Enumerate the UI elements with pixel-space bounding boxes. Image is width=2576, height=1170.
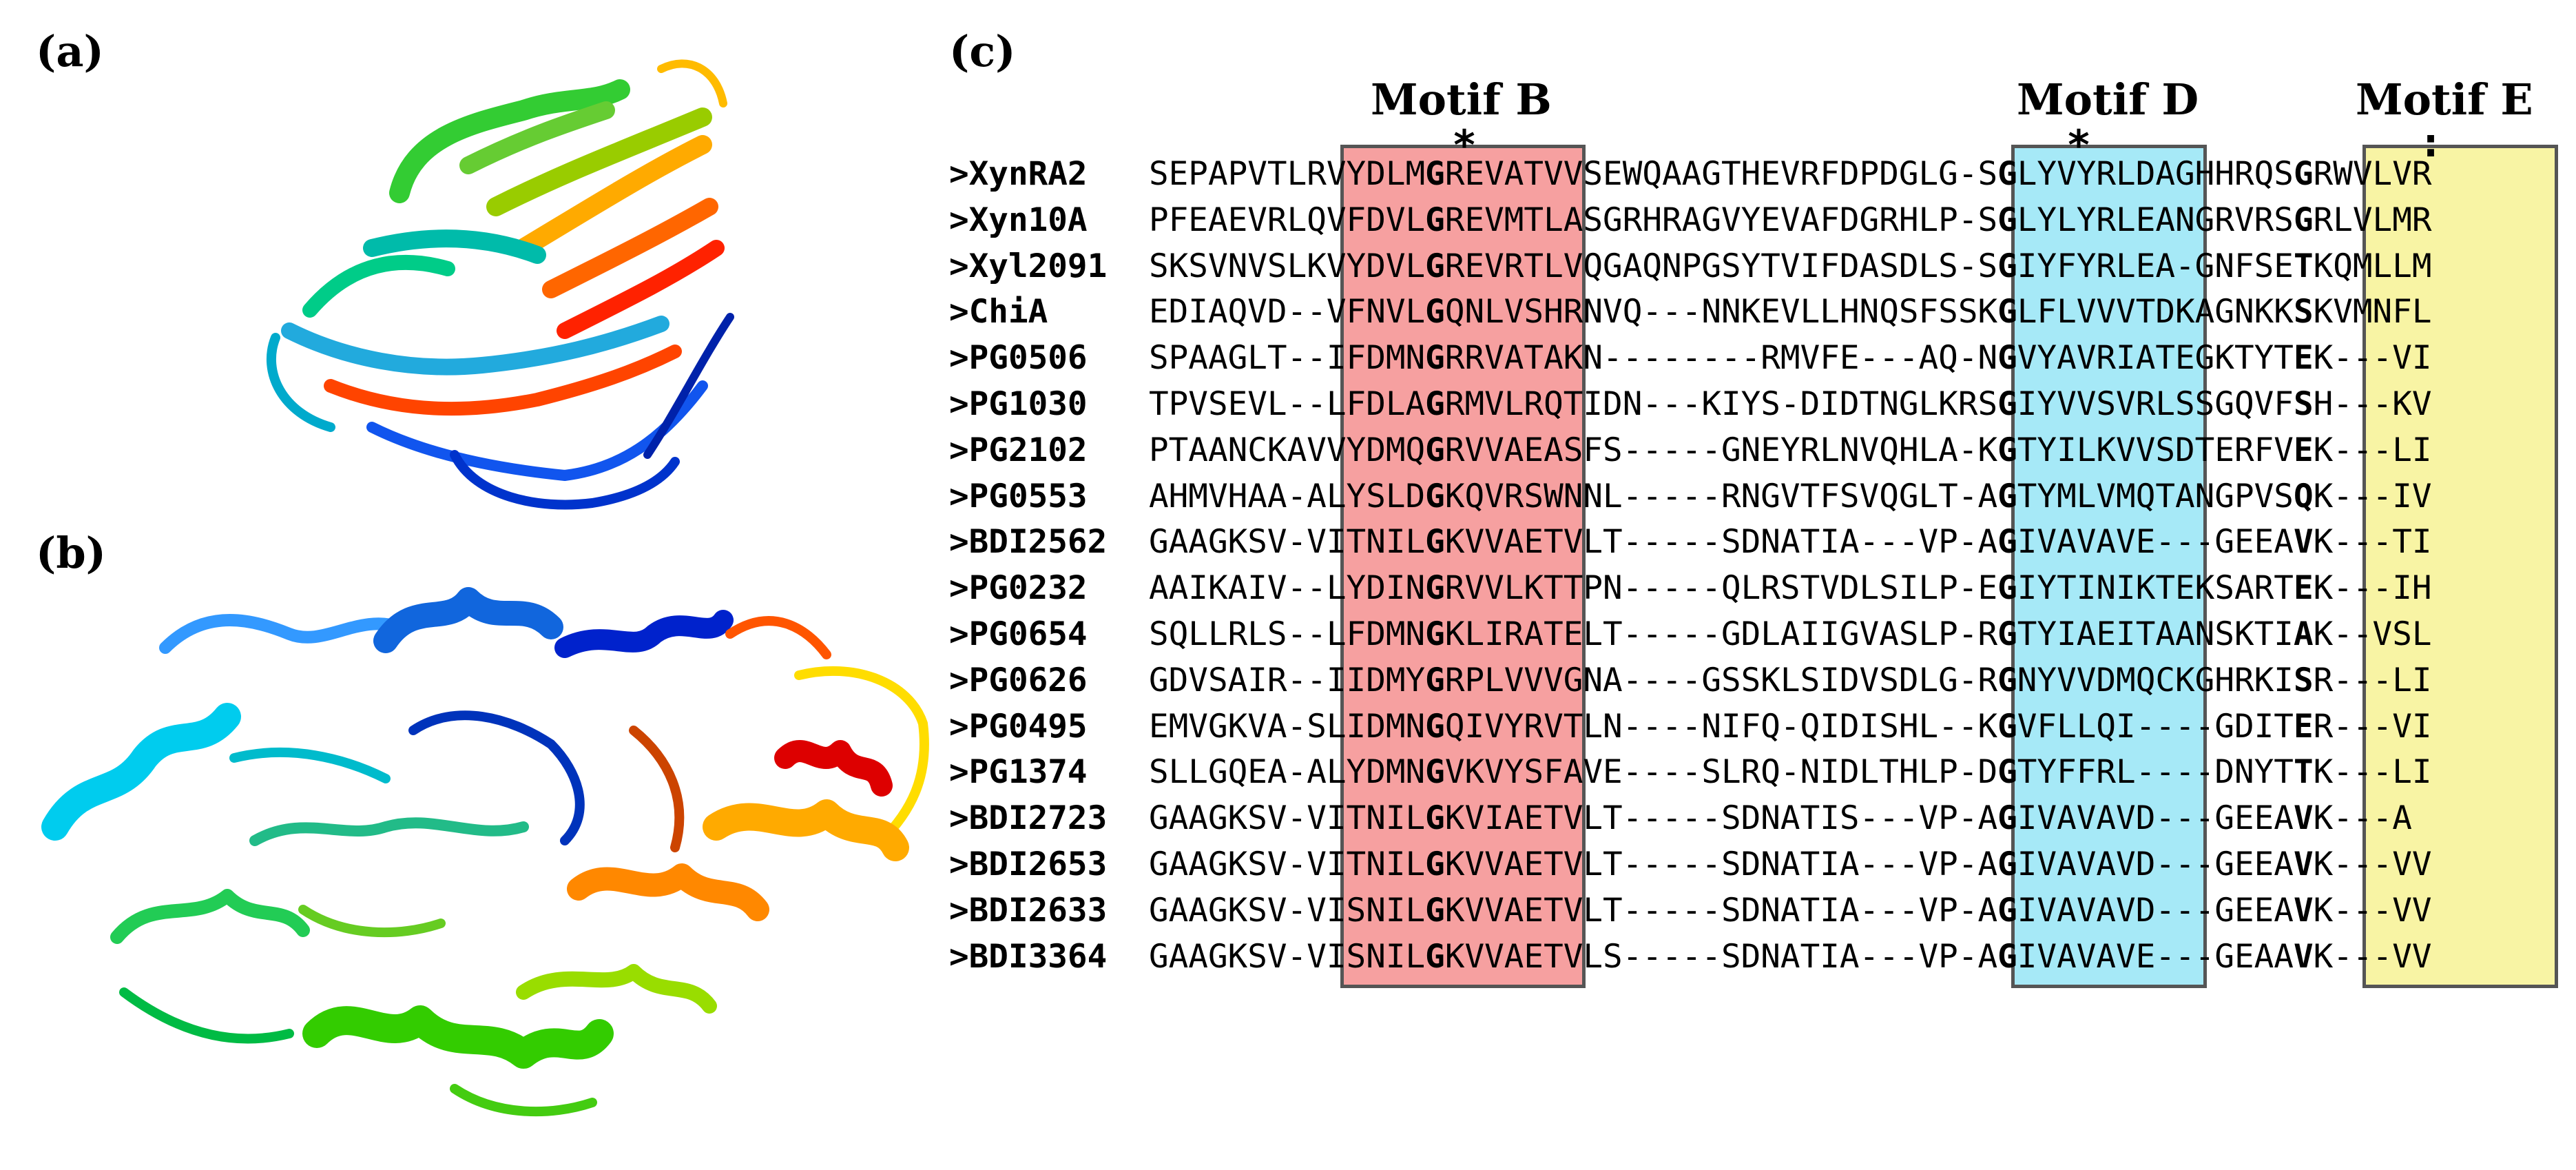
sequence-text: AAIKAIV--LYDINGRVVLKTTPN-----QLRSTVDLSIL… [1149, 569, 2432, 608]
alignment-row: >PG0495 EMVGKVA-SLIDMNGQIVYRVTLN----NIFQ-… [949, 704, 2432, 750]
protein-structure-a-image [266, 59, 734, 510]
alignment-row: >PG0654 SQLLRLS--LFDMNGKLIRATELT-----GDLA… [949, 612, 2432, 657]
sequence-name: >PG0626 [949, 661, 1088, 699]
sequence-text: GAAGKSV-VITNILGKVVAETVLT-----SDNATIA---V… [1149, 523, 2432, 562]
sequence-text: GAAGKSV-VITNILGKVIAETVLT-----SDNATIS---V… [1149, 799, 2412, 838]
sequence-name: >PG2102 [949, 431, 1088, 469]
alignment-row: >Xyl2091 SKSVNVSLKVYDVLGREVRTLVQGAQNPGSYT… [949, 244, 2432, 289]
sequence-text: SPAAGLT--IFDMNGRRVATAKN--------RMVFE---A… [1149, 339, 2432, 378]
sequence-name: >Xyl2091 [949, 247, 1108, 285]
alignment-row: >BDI2653 GAAGKSV-VITNILGKVVAETVLT-----SDN… [949, 842, 2432, 887]
sequence-name: >PG1374 [949, 753, 1088, 792]
alignment-row: >BDI2633 GAAGKSV-VISNILGKVVAETVLT-----SDN… [949, 888, 2432, 934]
sequence-text: GAAGKSV-VISNILGKVVAETVLT-----SDNATIA---V… [1149, 891, 2432, 930]
sequence-text: SQLLRLS--LFDMNGKLIRATELT-----GDLAIIGVASL… [1149, 615, 2432, 653]
alignment-row: >PG0506 SPAAGLT--IFDMNGRRVATAKN--------RM… [949, 336, 2432, 381]
motif-b-title: Motif B [1371, 74, 1552, 125]
sequence-name: >BDI2653 [949, 845, 1108, 883]
alignment-row: >BDI2723 GAAGKSV-VITNILGKVIAETVLT-----SDN… [949, 796, 2412, 841]
sequence-text: GAAGKSV-VITNILGKVVAETVLT-----SDNATIA---V… [1149, 845, 2432, 883]
sequence-name: >PG1030 [949, 385, 1088, 423]
alignment-row: >BDI3364 GAAGKSV-VISNILGKVVAETVLS-----SDN… [949, 934, 2432, 980]
alignment-row: >PG2102 PTAANCKAVVYDMQGRVVAEASFS-----GNEY… [949, 428, 2432, 473]
alignment-row: >PG0232 AAIKAIV--LYDINGRVVLKTTPN-----QLRS… [949, 566, 2432, 611]
alignment-row: >ChiA EDIAQVD--VFNVLGQNLVSHRNVQ---NNKEVLL… [949, 289, 2432, 335]
alignment-row: >XynRA2 SEPAPVTLRVYDLMGREVATVVSEWQAAGTHEV… [949, 152, 2432, 197]
sequence-name: >Xyn10A [949, 201, 1088, 239]
sequence-text: PFEAEVRLQVFDVLGREVMTLASGRHRAGVYEVAFDGRHL… [1149, 201, 2432, 239]
sequence-name: >PG0495 [949, 707, 1088, 746]
alignment-row: >PG0553 AHMVHAA-ALYSLDGKQVRSWNNL-----RNGV… [949, 474, 2432, 520]
sequence-text: SKSVNVSLKVYDVLGREVRTLVQGAQNPGSYTVIFDASDL… [1149, 247, 2432, 285]
sequence-name: >BDI2562 [949, 523, 1108, 562]
sequence-text: EMVGKVA-SLIDMNGQIVYRVTLN----NIFQ-QIDISHL… [1149, 707, 2432, 746]
motif-d-highlight [2011, 145, 2207, 988]
motif-b-highlight [1340, 145, 1586, 988]
sequence-text: SEPAPVTLRVYDLMGREVATVVSEWQAAGTHEVRFDPDGL… [1149, 155, 2432, 193]
sequence-text: TPVSEVL--LFDLAGRMVLRQTIDN---KIYS-DIDTNGL… [1149, 385, 2432, 423]
panel-label-c: (c) [949, 26, 1016, 76]
motif-d-conservation-mark: * [2066, 121, 2092, 170]
panel-label-a: (a) [36, 26, 104, 76]
sequence-text: GAAGKSV-VISNILGKVVAETVLS-----SDNATIA---V… [1149, 937, 2432, 976]
motif-d-title: Motif D [2017, 74, 2199, 125]
sequence-name: >PG0553 [949, 477, 1088, 515]
motif-e-conservation-mark: : [2418, 119, 2444, 167]
sequence-name: >ChiA [949, 293, 1048, 331]
motif-e-highlight [2362, 145, 2558, 988]
motif-b-conservation-mark: * [1452, 121, 1477, 170]
alignment-row: >PG1030 TPVSEVL--LFDLAGRMVLRQTIDN---KIYS-… [949, 382, 2432, 427]
sequence-name: >BDI2633 [949, 891, 1108, 930]
motif-e-title: Motif E [2356, 74, 2533, 125]
sequence-name: >PG0506 [949, 339, 1088, 378]
sequence-name: >BDI3364 [949, 937, 1108, 976]
sequence-name: >PG0232 [949, 569, 1088, 608]
sequence-name: >PG0654 [949, 615, 1088, 653]
panel-label-b: (b) [36, 528, 107, 578]
sequence-text: PTAANCKAVVYDMQGRVVAEASFS-----GNEYRLNVQHL… [1149, 431, 2432, 469]
sequence-text: AHMVHAA-ALYSLDGKQVRSWNNL-----RNGVTFSVQGL… [1149, 477, 2432, 515]
alignment-row: >PG0626 GDVSAIR--IIDMYGRPLVVVGNA----GSSKL… [949, 658, 2432, 704]
sequence-text: EDIAQVD--VFNVLGQNLVSHRNVQ---NNKEVLLHNQSF… [1149, 293, 2432, 331]
sequence-name: >XynRA2 [949, 155, 1088, 193]
alignment-row: >BDI2562 GAAGKSV-VITNILGKVVAETVLT-----SDN… [949, 520, 2432, 565]
alignment-row: >Xyn10A PFEAEVRLQVFDVLGREVMTLASGRHRAGVYEV… [949, 198, 2432, 243]
sequence-text: GDVSAIR--IIDMYGRPLVVVGNA----GSSKLSIDVSDL… [1149, 661, 2432, 699]
alignment-row: >PG1374 SLLGQEA-ALYDMNGVKVYSFAVE----SLRQ-… [949, 750, 2432, 795]
protein-structure-b-image [41, 587, 929, 1117]
sequence-text: SLLGQEA-ALYDMNGVKVYSFAVE----SLRQ-NIDLTHL… [1149, 753, 2432, 792]
sequence-name: >BDI2723 [949, 799, 1108, 838]
